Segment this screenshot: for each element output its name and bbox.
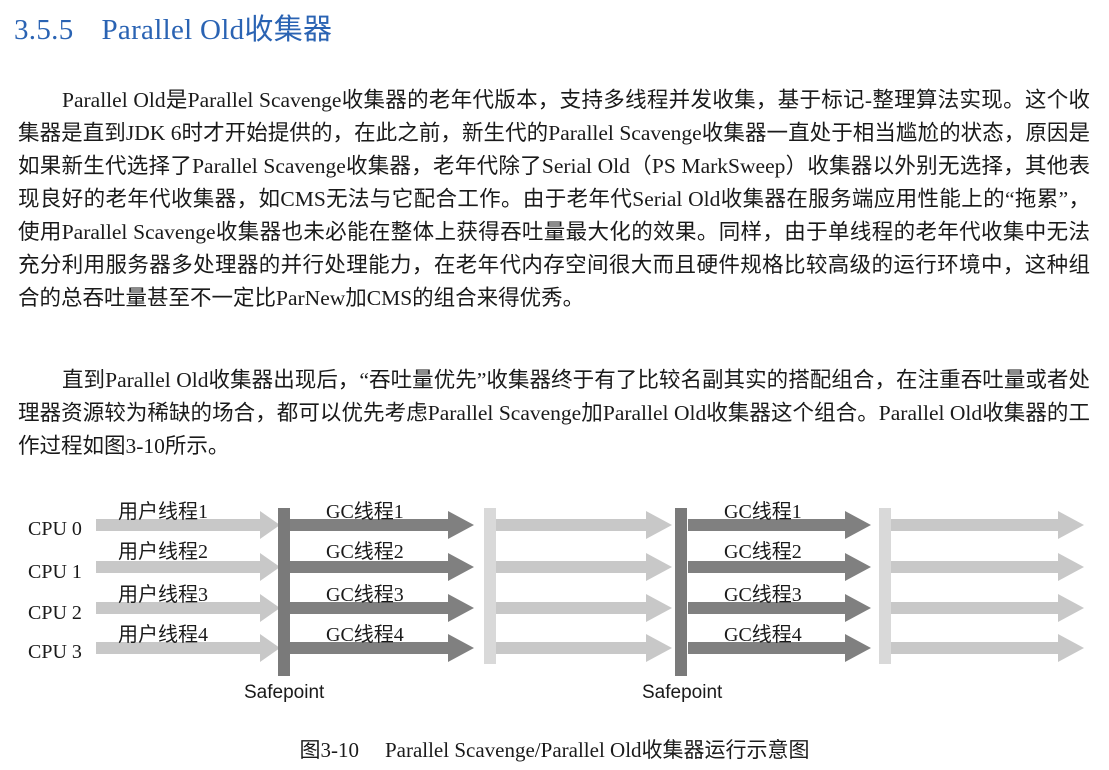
figure-number: 图3-10 [299, 738, 359, 762]
user-thread-arrow [496, 511, 672, 539]
user-thread-label: 用户线程2 [118, 540, 208, 563]
collector-diagram: CPU 0 CPU 1 CPU 2 CPU 3 用户线程1 用户线程2 用户线程… [28, 500, 1084, 703]
gc-thread-arrow [688, 594, 871, 622]
gc-thread-label: GC线程4 [326, 623, 404, 646]
figure-caption-text: Parallel Scavenge/Parallel Old收集器运行示意图 [384, 738, 810, 762]
gc-thread-arrow [290, 553, 474, 581]
user-thread-arrow [891, 594, 1084, 622]
gc-thread-label: GC线程2 [724, 540, 802, 563]
cpu-label: CPU 3 [28, 641, 82, 663]
user-thread-arrow [96, 511, 280, 539]
gc-thread-arrow [688, 634, 871, 662]
user-thread-arrow [891, 511, 1084, 539]
diagram-row [96, 594, 1084, 622]
paragraph-2: 直到Parallel Old收集器出现后，“吞吐量优先”收集器终于有了比较名副其… [18, 368, 1090, 458]
gc-thread-label: GC线程3 [326, 583, 404, 606]
user-thread-label: 用户线程1 [118, 500, 208, 523]
gc-thread-arrow [688, 511, 871, 539]
user-thread-arrow [891, 634, 1084, 662]
gc-thread-label: GC线程3 [724, 583, 802, 606]
user-thread-arrow [496, 594, 672, 622]
diagram-row [96, 511, 1084, 539]
cpu-label: CPU 0 [28, 518, 82, 540]
user-thread-arrow [96, 594, 280, 622]
section-number: 3.5.5 [14, 14, 74, 46]
gc-thread-label: GC线程1 [724, 500, 802, 523]
gc-thread-label: GC线程2 [326, 540, 404, 563]
light-bar [484, 508, 496, 664]
user-thread-arrow [891, 553, 1084, 581]
cpu-label: CPU 1 [28, 561, 82, 583]
user-thread-arrow [96, 634, 280, 662]
user-thread-label: 用户线程3 [118, 583, 208, 606]
gc-thread-arrow [290, 511, 474, 539]
gc-thread-arrow [290, 634, 474, 662]
user-thread-label: 用户线程4 [118, 623, 208, 646]
paragraph-1: Parallel Old是Parallel Scavenge收集器的老年代版本，… [18, 88, 1090, 310]
light-bar [879, 508, 891, 664]
section-title: Parallel Old收集器 [101, 14, 333, 46]
safepoint-bar [278, 508, 290, 676]
gc-thread-arrow [688, 553, 871, 581]
user-thread-arrow [496, 634, 672, 662]
cpu-label: CPU 2 [28, 602, 82, 624]
gc-thread-label: GC线程4 [724, 623, 802, 646]
gc-thread-label: GC线程1 [326, 500, 404, 523]
section-heading: 3.5.5 Parallel Old收集器 [14, 6, 332, 48]
diagram-row [96, 634, 1084, 662]
safepoint-label: Safepoint [244, 682, 325, 703]
figure-caption: 图3-10 Parallel Scavenge/Parallel Old收集器运行… [0, 734, 1109, 764]
diagram-row [96, 553, 1084, 581]
safepoint-label: Safepoint [642, 682, 723, 703]
user-thread-arrow [496, 553, 672, 581]
gc-thread-arrow [290, 594, 474, 622]
safepoint-bar [675, 508, 687, 676]
user-thread-arrow [96, 553, 280, 581]
